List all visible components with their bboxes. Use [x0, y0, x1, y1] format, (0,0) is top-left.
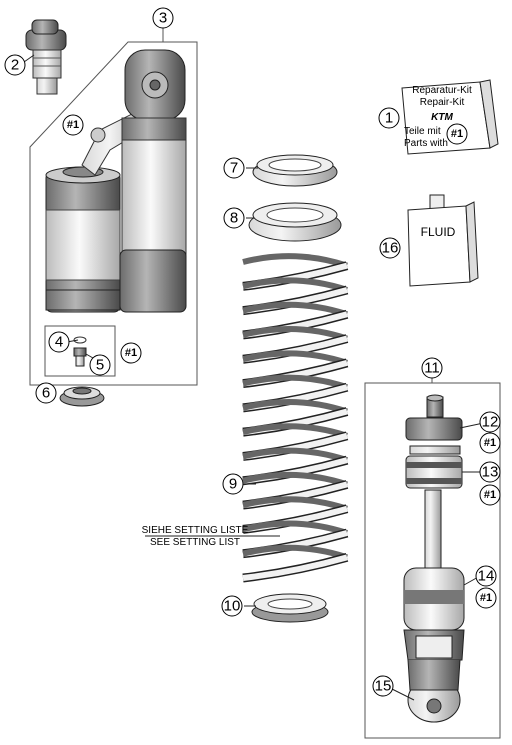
- svg-text:13: 13: [482, 464, 499, 481]
- reservoir-cap-part: [59, 386, 105, 407]
- callout-14: 14: [475, 565, 497, 587]
- repair-kit-line1: Reparatur-Kit: [412, 85, 472, 96]
- setting-note-line2: SEE SETTING LIST: [150, 537, 240, 548]
- repair-kit-line4: Parts with: [404, 138, 448, 149]
- callout-10: 10: [221, 595, 243, 617]
- ref-mark-kit: #1: [446, 123, 468, 145]
- callout-15: 15: [372, 675, 394, 697]
- svg-text:#1: #1: [484, 489, 496, 501]
- svg-text:3: 3: [159, 10, 167, 27]
- ref-mark-shock: #1: [62, 114, 84, 136]
- ref-mark-14: #1: [475, 587, 497, 609]
- callout-16: 16: [379, 237, 401, 259]
- svg-text:15: 15: [375, 678, 392, 695]
- svg-text:#1: #1: [484, 437, 496, 449]
- setting-note: SIEHE SETTING LISTE SEE SETTING LIST: [142, 525, 280, 548]
- callout-7: 7: [223, 157, 245, 179]
- ref-mark-12: #1: [479, 432, 501, 454]
- svg-text:4: 4: [55, 334, 63, 351]
- fluid-label: FLUID: [421, 225, 456, 239]
- svg-text:7: 7: [230, 160, 238, 177]
- callout-2: 2: [4, 54, 26, 76]
- ref-mark-box: #1: [120, 342, 142, 364]
- svg-text:#1: #1: [67, 119, 79, 131]
- repair-kit-box: Reparatur-Kit Repair-Kit KTM Teile mit P…: [401, 79, 499, 155]
- svg-text:11: 11: [424, 360, 440, 377]
- shock-body-part: [119, 49, 187, 313]
- fluid-bottle: FLUID: [407, 194, 479, 287]
- damper-unit-part: [403, 394, 465, 723]
- svg-text:6: 6: [42, 385, 50, 402]
- spring-part: [242, 253, 349, 583]
- ktm-logo: KTM: [431, 112, 453, 123]
- svg-text:16: 16: [382, 240, 399, 257]
- spring-seat-part: [251, 593, 329, 623]
- spring-collar-lower-part: [248, 202, 342, 242]
- callout-1: 1: [378, 107, 400, 129]
- svg-text:8: 8: [230, 210, 238, 227]
- callout-6: 6: [35, 382, 57, 404]
- svg-text:1: 1: [385, 110, 393, 127]
- callout-8: 8: [223, 207, 245, 229]
- repair-kit-line2: Repair-Kit: [420, 97, 465, 108]
- adjuster-knob-part: [25, 19, 67, 95]
- svg-text:12: 12: [482, 414, 499, 431]
- setting-note-line1: SIEHE SETTING LISTE: [142, 525, 249, 536]
- svg-text:2: 2: [11, 57, 19, 74]
- callout-13: 13: [479, 461, 501, 483]
- repair-kit-line3: Teile mit: [404, 126, 441, 137]
- svg-text:9: 9: [229, 476, 237, 493]
- callout-9: 9: [222, 473, 244, 495]
- svg-text:10: 10: [224, 598, 241, 615]
- shock-group-outline: [29, 28, 198, 386]
- callout-11: 11: [421, 357, 443, 379]
- svg-text:#1: #1: [451, 128, 463, 140]
- callout-5: 5: [89, 354, 111, 376]
- small-parts-box: [44, 325, 116, 377]
- ref-mark-13: #1: [479, 484, 501, 506]
- callout-12: 12: [479, 411, 501, 433]
- callout-3: 3: [152, 7, 174, 29]
- svg-text:14: 14: [478, 568, 495, 585]
- reservoir-part: [45, 166, 121, 313]
- svg-text:#1: #1: [125, 347, 137, 359]
- svg-text:#1: #1: [480, 592, 492, 604]
- svg-text:5: 5: [96, 357, 104, 374]
- spring-collar-upper-part: [252, 154, 338, 187]
- callout-4: 4: [48, 331, 70, 353]
